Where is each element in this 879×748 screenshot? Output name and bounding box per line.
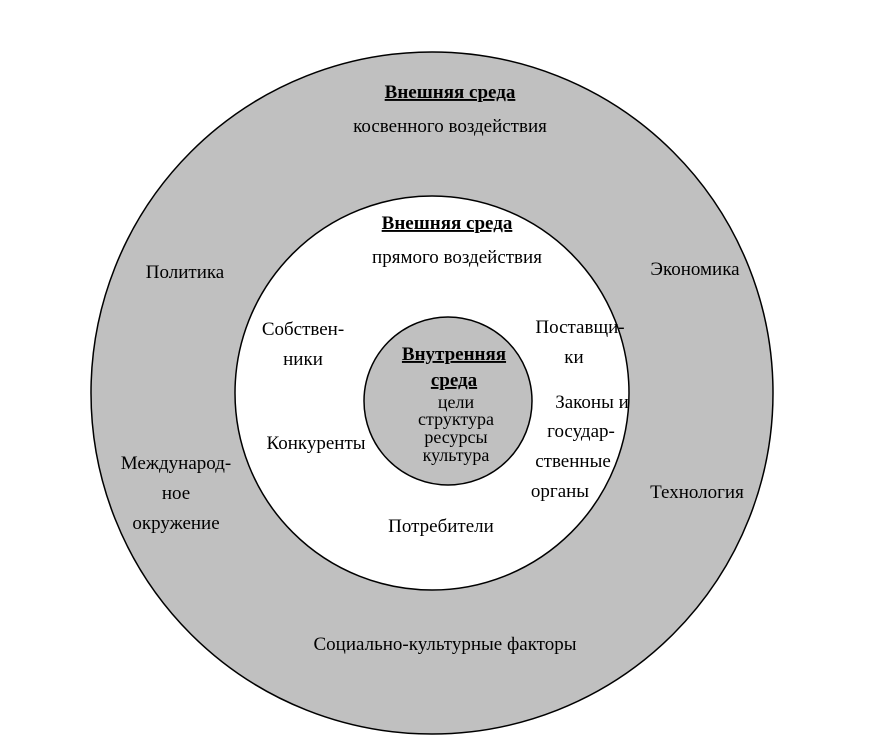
factor-laws-line-3: ственные — [535, 451, 611, 472]
internal-item-goals: цели — [438, 392, 475, 412]
factor-politics: Политика — [146, 262, 225, 283]
direct-environment-title: Внешняя среда — [382, 213, 513, 234]
factor-laws-line-4: органы — [531, 481, 589, 502]
factor-laws: Законы и государ- ственные органы — [531, 392, 629, 502]
internal-environment-title-line-2: среда — [431, 370, 478, 391]
factor-owners-line-2: ники — [283, 349, 323, 370]
factor-competitors: Конкуренты — [266, 433, 365, 454]
factor-international-line-2: ное — [162, 483, 190, 504]
factor-international: Международ- ное окружение — [121, 453, 231, 534]
factor-economy: Экономика — [650, 259, 740, 280]
internal-environment-title-line-1: Внутренняя — [402, 344, 506, 365]
internal-environment-title: Внутренняя среда — [402, 344, 506, 391]
factor-suppliers-line-2: ки — [564, 347, 583, 368]
factor-suppliers: Поставщи- ки — [535, 317, 624, 368]
factor-laws-line-1: Законы и — [555, 392, 629, 413]
factor-owners-line-1: Собствен- — [262, 319, 344, 340]
factor-suppliers-line-1: Поставщи- — [535, 317, 624, 338]
factor-social-cultural: Социально-культурные факторы — [313, 634, 576, 655]
factor-owners: Собствен- ники — [262, 319, 344, 370]
direct-environment-subtitle: прямого воздействия — [372, 247, 542, 268]
internal-environment-circle — [363, 316, 533, 486]
factor-technology: Технология — [650, 482, 744, 503]
factor-consumers: Потребители — [388, 516, 494, 537]
factor-international-line-3: окружение — [132, 513, 219, 534]
outer-environment-subtitle: косвенного воздействия — [353, 116, 547, 137]
internal-item-resources: ресурсы — [424, 427, 487, 447]
factor-international-line-1: Международ- — [121, 453, 231, 474]
factor-laws-line-2: государ- — [547, 421, 615, 442]
outer-environment-title: Внешняя среда — [385, 82, 516, 103]
internal-item-culture: культура — [423, 445, 490, 465]
internal-environment-items: цели структура ресурсы культура — [418, 392, 494, 465]
internal-item-structure: структура — [418, 409, 494, 429]
